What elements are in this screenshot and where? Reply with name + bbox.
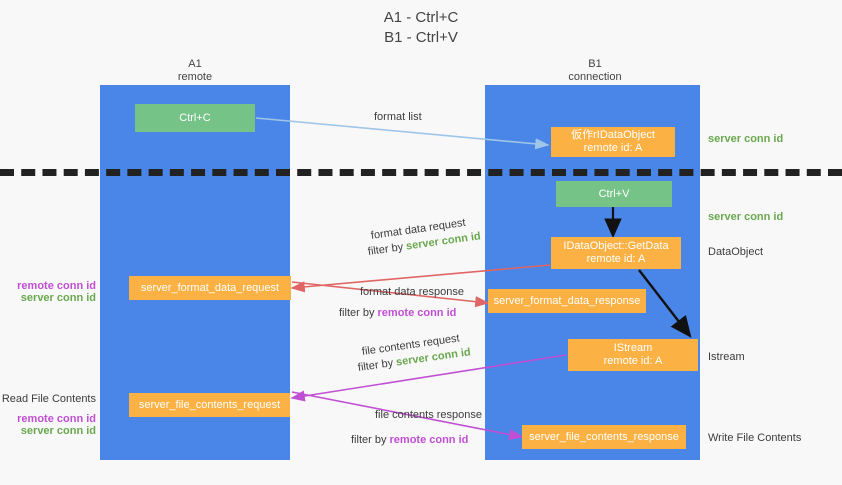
box-ctrl-c-label: Ctrl+C (179, 111, 211, 124)
page-title: A1 - Ctrl+C B1 - Ctrl+V (0, 8, 842, 48)
box-server-file-contents-request-label: server_file_contents_request (138, 398, 281, 411)
column-header-b1-sub: connection (568, 71, 622, 83)
filter-prefix: filter by (357, 356, 397, 374)
annotation-dataobject: DataObject (708, 246, 764, 258)
box-server-file-contents-request[interactable]: server_file_contents_request (129, 393, 290, 417)
annotation-server-conn-id-upper: server conn id (20, 292, 96, 304)
filter-prefix: filter by (367, 240, 407, 258)
edge-label-format-data-response: format data response (360, 286, 464, 298)
box-idataobject-getdata[interactable]: IDataObject::GetData remote id: A (551, 237, 681, 269)
box-istream[interactable]: IStream remote id: A (568, 339, 698, 371)
filter-key-remote-conn-id: remote conn id (389, 434, 469, 446)
box-idataobject-top[interactable]: 仮作rIDataObject remote id: A (551, 127, 675, 157)
box-ctrl-v-label: Ctrl+V (598, 187, 630, 200)
annotation-istream: Istream (708, 351, 745, 363)
annotation-server-conn-id-lower: server conn id (20, 425, 96, 437)
box-server-format-data-request-label: server_format_data_request (140, 281, 280, 294)
title-line-1: A1 - Ctrl+C (383, 9, 459, 26)
annotation-remote-conn-id-lower: remote conn id (17, 413, 96, 425)
column-header-a1-sub: remote (177, 71, 213, 83)
box-server-format-data-request[interactable]: server_format_data_request (129, 276, 291, 300)
box-ctrl-c[interactable]: Ctrl+C (135, 104, 255, 132)
annotation-server-conn-id-second: server conn id (708, 211, 784, 223)
column-header-b1-name: B1 (588, 58, 602, 70)
edge-label-file-contents-response: file contents response (375, 409, 483, 421)
edge-label-file-contents-response-filter: filter by remote conn id (351, 433, 468, 447)
box-server-format-data-response[interactable]: server_format_data_response (488, 289, 646, 313)
filter-key-remote-conn-id: remote conn id (377, 307, 457, 319)
box-server-format-data-response-label: server_format_data_response (493, 294, 641, 307)
column-header-a1: A1 remote (145, 58, 245, 84)
box-ctrl-v[interactable]: Ctrl+V (556, 181, 672, 207)
annotation-write-file-contents: Write File Contents (708, 432, 802, 444)
column-header-a1-name: A1 (188, 58, 202, 70)
edge-label-format-list: format list (374, 111, 422, 123)
box-idataobject-top-line2: remote id: A (583, 142, 643, 154)
box-server-file-contents-response-label: server_file_contents_response (529, 430, 679, 443)
box-idataobject-top-line1: 仮作rIDataObject (571, 129, 655, 141)
annotation-read-file-contents: Read File Contents (1, 393, 96, 405)
box-server-file-contents-response[interactable]: server_file_contents_response (522, 425, 686, 449)
annotation-server-conn-id-top: server conn id (708, 133, 784, 145)
filter-prefix: filter by (351, 434, 390, 446)
box-istream-line2: remote id: A (603, 355, 663, 367)
box-getdata-line1: IDataObject::GetData (563, 240, 669, 252)
title-line-2: B1 - Ctrl+V (384, 29, 458, 46)
column-header-b1: B1 connection (545, 58, 645, 84)
box-istream-line1: IStream (613, 342, 653, 354)
filter-prefix: filter by (339, 307, 378, 319)
phase-separator-dashed-line (0, 169, 842, 176)
annotation-remote-conn-id-upper: remote conn id (17, 280, 96, 292)
box-getdata-line2: remote id: A (586, 253, 646, 265)
edge-label-format-data-response-filter: filter by remote conn id (339, 306, 456, 320)
